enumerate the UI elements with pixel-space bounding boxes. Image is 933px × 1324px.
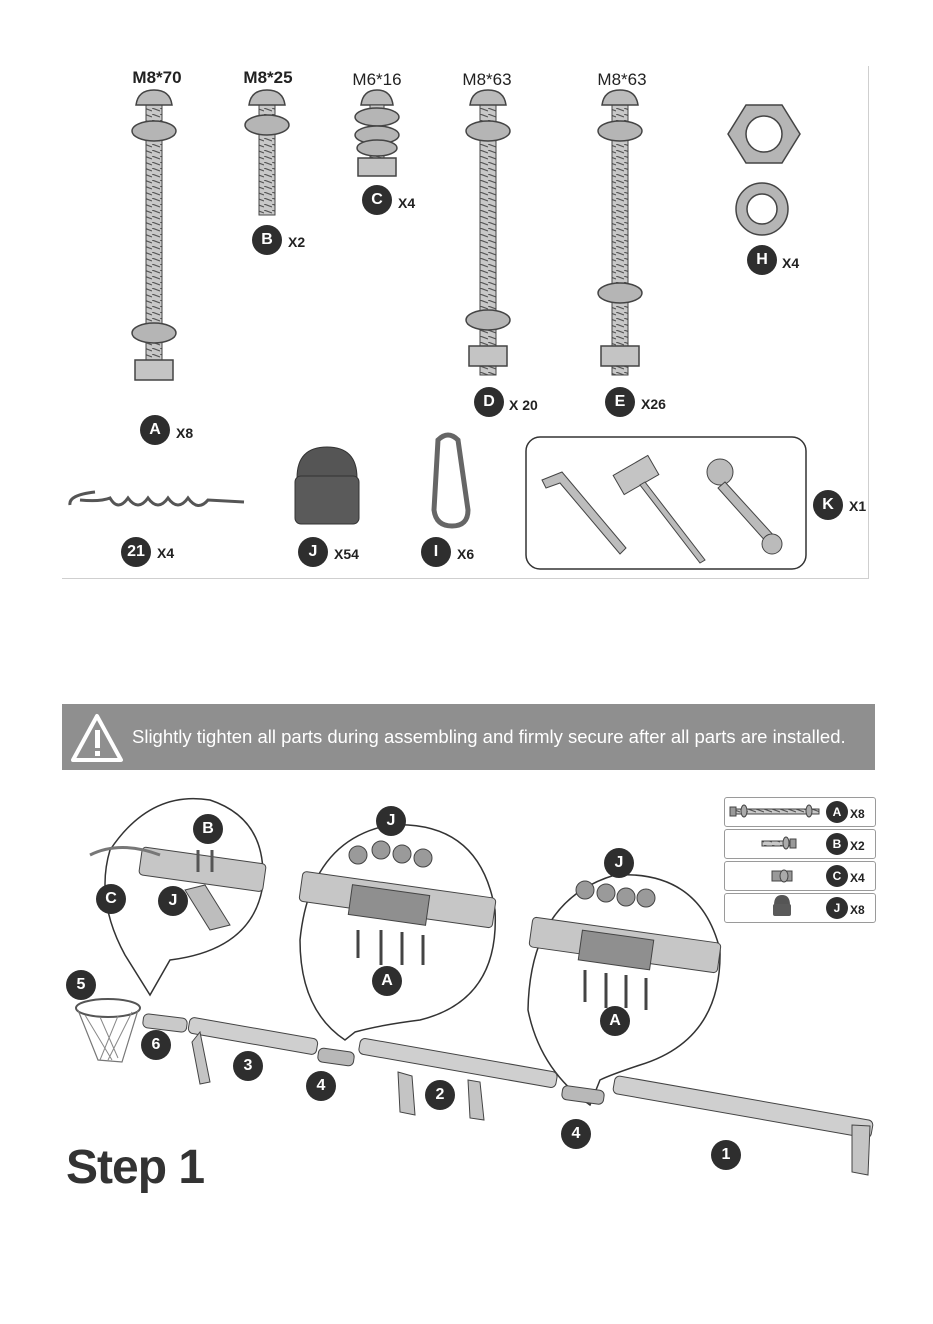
- spring-hook-icon: [70, 492, 244, 506]
- part-j-badge: J: [298, 537, 328, 567]
- part-c-badge: C: [362, 185, 392, 215]
- warning-banner: Slightly tighten all parts during assemb…: [62, 704, 875, 770]
- tube-2: [358, 1038, 558, 1088]
- detail-circle-joint-1: [299, 825, 496, 1040]
- bolt-c-icon: [355, 90, 399, 176]
- part-a-badge: A: [140, 415, 170, 445]
- tube-number-3: 3: [233, 1051, 263, 1081]
- part-k-qty: X1: [849, 498, 866, 514]
- tube-number-6: 6: [141, 1030, 171, 1060]
- part-c-qty: X4: [398, 195, 415, 211]
- part-b-badge: B: [252, 225, 282, 255]
- carabiner-icon: [434, 435, 468, 526]
- part-d-qty: X 20: [509, 397, 538, 413]
- part-21-qty: X4: [157, 545, 174, 561]
- callout-j2-badge: J: [376, 806, 406, 836]
- tube-6: [142, 1013, 187, 1032]
- tube-number-4b: 4: [561, 1119, 591, 1149]
- step-title: Step 1: [66, 1140, 204, 1195]
- bolt-e-icon: [598, 90, 642, 375]
- bolt-b-icon: [245, 90, 289, 215]
- tube-number-4a: 4: [306, 1071, 336, 1101]
- warning-triangle-icon: [70, 712, 124, 764]
- callout-j1-badge: J: [158, 886, 188, 916]
- basketball-hoop-icon: [76, 999, 140, 1062]
- part-h-qty: X4: [782, 255, 799, 271]
- tube-4b: [561, 1085, 605, 1105]
- callout-a2-badge: A: [372, 966, 402, 996]
- part-d-badge: D: [474, 387, 504, 417]
- tube-4a: [317, 1048, 355, 1067]
- part-h-badge: H: [747, 245, 777, 275]
- part-a-qty: X8: [176, 425, 193, 441]
- callout-b-badge: B: [193, 814, 223, 844]
- part-j-qty: X54: [334, 546, 359, 562]
- bolt-d-icon: [466, 90, 510, 375]
- assembly-diagram: [0, 780, 933, 1200]
- part-i-qty: X6: [457, 546, 474, 562]
- hex-nut-washer-icon: [728, 105, 800, 235]
- part-i-badge: I: [421, 537, 451, 567]
- part-b-qty: X2: [288, 234, 305, 250]
- warning-text: Slightly tighten all parts during assemb…: [132, 726, 846, 748]
- tube-1: [612, 1075, 873, 1138]
- part-e-badge: E: [605, 387, 635, 417]
- parts-drawing: [0, 0, 933, 600]
- callout-c-badge: C: [96, 884, 126, 914]
- part-k-badge: K: [813, 490, 843, 520]
- tube-number-2: 2: [425, 1080, 455, 1110]
- tube-number-5: 5: [66, 970, 96, 1000]
- cap-nut-icon: [295, 447, 359, 524]
- tool-kit-box: [526, 437, 806, 569]
- tube-3: [188, 1017, 319, 1055]
- bolt-a-icon: [132, 90, 176, 380]
- part-e-qty: X26: [641, 396, 666, 412]
- tube-number-1: 1: [711, 1140, 741, 1170]
- callout-a3-badge: A: [600, 1006, 630, 1036]
- part-21-badge: 21: [121, 537, 151, 567]
- callout-j3-badge: J: [604, 848, 634, 878]
- detail-circle-joint-2: [528, 875, 721, 1105]
